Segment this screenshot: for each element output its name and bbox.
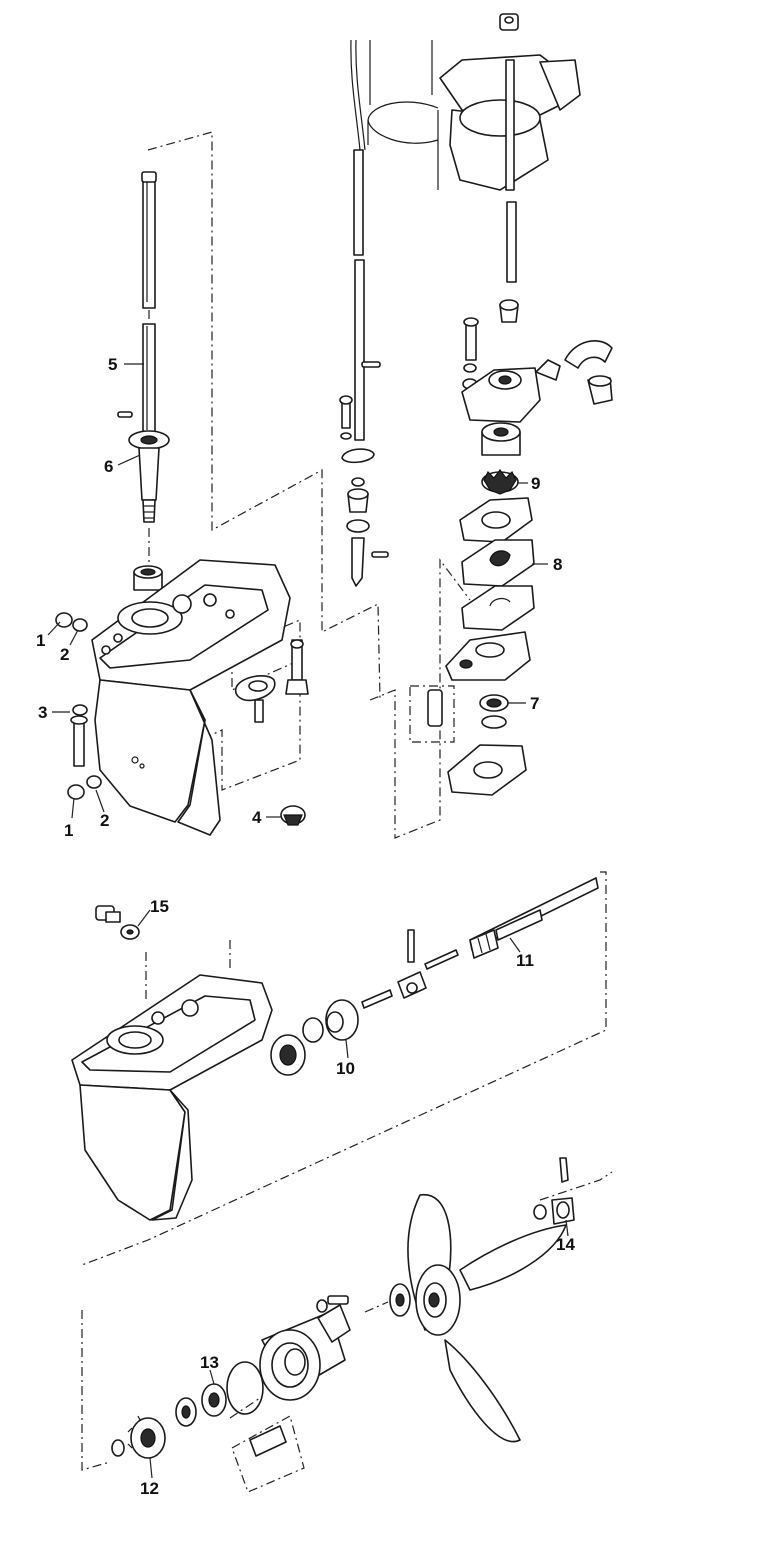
callout-12: 12 — [140, 1479, 159, 1498]
callout-4: 4 — [252, 808, 262, 827]
propeller-shaft — [361, 877, 599, 1009]
callout-2a: 2 — [60, 645, 69, 664]
drive-shaft — [117, 171, 170, 591]
callout-6: 6 — [104, 457, 113, 476]
callout-10: 10 — [336, 1059, 355, 1078]
callouts: 1 2 3 1 2 4 5 6 7 8 9 10 11 12 13 14 15 — [36, 355, 575, 1498]
pinion-and-plate — [234, 639, 309, 826]
callout-11: 11 — [516, 951, 534, 970]
callout-2b: 2 — [100, 811, 109, 830]
callout-8: 8 — [553, 555, 562, 574]
forward-gear — [270, 999, 359, 1076]
bearing-carrier — [111, 1295, 351, 1493]
callout-14: 14 — [556, 1235, 575, 1254]
water-pump — [409, 13, 613, 796]
gearcase-housing-lower — [71, 905, 273, 1221]
callout-5: 5 — [108, 355, 117, 374]
upper-sleeve — [367, 40, 439, 190]
callout-7: 7 — [530, 694, 539, 713]
propeller — [389, 1157, 575, 1443]
callout-9: 9 — [531, 474, 540, 493]
gearcase-housing-upper — [91, 559, 291, 836]
leader-lines — [47, 363, 569, 1479]
shift-rod — [339, 39, 389, 587]
callout-15: 15 — [150, 897, 169, 916]
fasteners-left — [55, 612, 102, 800]
callout-1a: 1 — [36, 631, 45, 650]
callout-13: 13 — [200, 1353, 219, 1372]
callout-3: 3 — [38, 703, 47, 722]
callout-1b: 1 — [64, 821, 73, 840]
